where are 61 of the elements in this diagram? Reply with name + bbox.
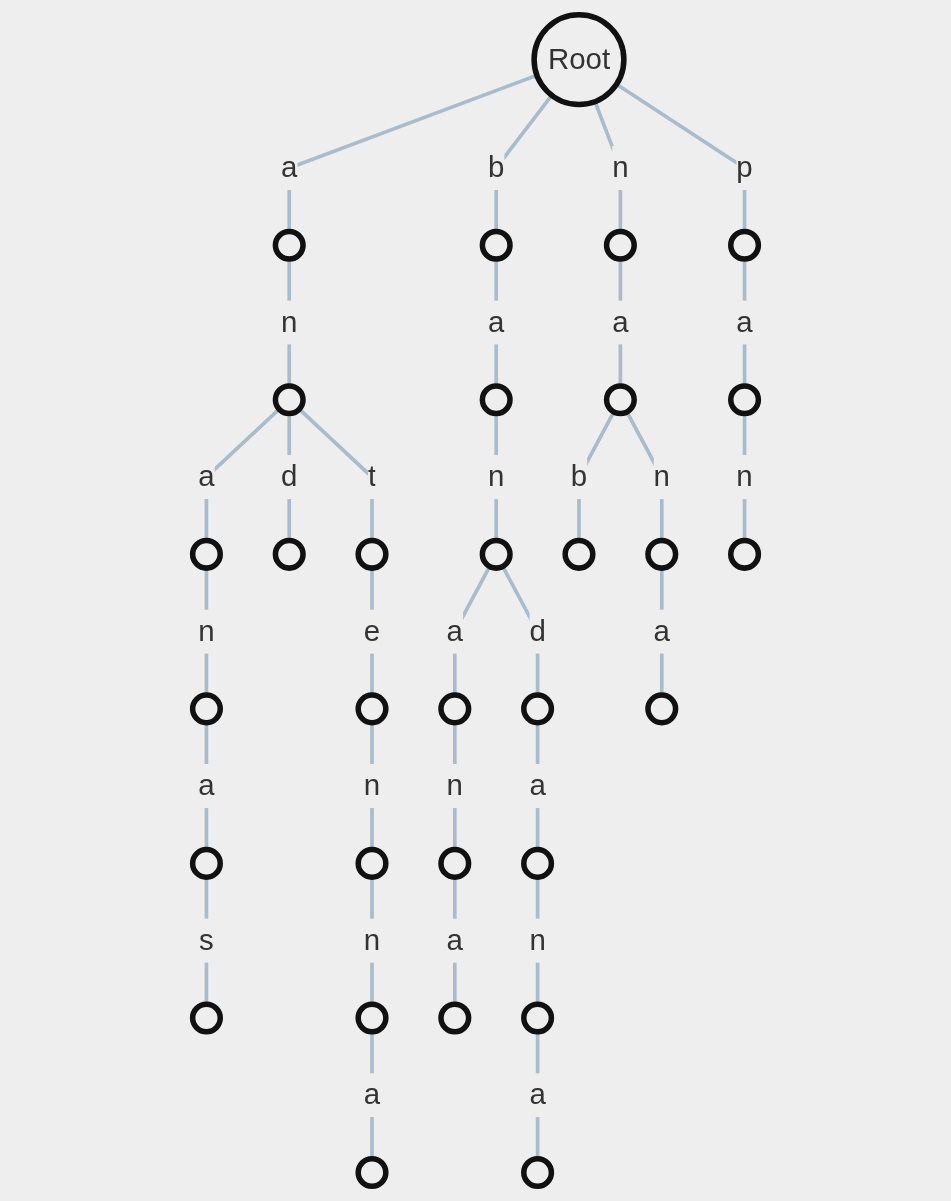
edge-label: d	[529, 615, 546, 647]
node-circle	[521, 692, 555, 726]
edge-label: d	[281, 460, 298, 492]
edge-label: a	[653, 615, 670, 647]
node-circle	[355, 537, 389, 571]
edge-label: e	[363, 615, 381, 647]
node-circle	[479, 537, 513, 571]
edge-label: a	[612, 305, 629, 338]
node-circle	[603, 383, 637, 417]
node-circle	[603, 228, 637, 262]
edge-label: b	[570, 460, 588, 492]
edge-label: a	[446, 615, 463, 647]
edge-label: n	[488, 460, 505, 492]
edge-label: s	[199, 924, 214, 956]
node-circle	[272, 537, 306, 571]
node-circle	[479, 383, 513, 417]
node-circle	[521, 846, 555, 880]
node-circle	[189, 846, 223, 880]
node-circle: Root	[531, 11, 627, 108]
edge-label: p	[736, 151, 753, 183]
edge-label: n	[198, 615, 215, 647]
edge-label: a	[281, 151, 298, 183]
edge-label: n	[446, 769, 463, 801]
node-circle	[189, 1001, 223, 1035]
edge-label: a	[736, 305, 753, 338]
node-circle	[272, 228, 306, 262]
edge-label: a	[198, 460, 215, 492]
node-circle	[355, 1001, 389, 1035]
edge-label: n	[529, 924, 546, 956]
edge-label: a	[198, 769, 215, 801]
edge-label: a	[446, 924, 463, 956]
node-circle	[728, 537, 762, 571]
edge-label: a	[363, 1078, 381, 1110]
edge-label: n	[653, 460, 670, 492]
node-circle	[355, 692, 389, 726]
node-circle	[189, 537, 223, 571]
node-circle	[479, 228, 513, 262]
node-circle	[438, 846, 472, 880]
node-circle	[728, 228, 762, 262]
edge-label: n	[736, 460, 753, 492]
node-circle	[521, 1001, 555, 1035]
node-circle	[438, 1001, 472, 1035]
edge-label: b	[488, 151, 505, 183]
node-circle	[521, 1155, 555, 1190]
node-circle	[189, 692, 223, 726]
edge-label: t	[367, 460, 377, 492]
node-circle	[645, 537, 679, 571]
node-circle	[562, 537, 596, 571]
edge-label: a	[529, 769, 546, 801]
node-circle	[272, 383, 306, 417]
node-circle	[355, 1155, 389, 1190]
node-circle	[438, 692, 472, 726]
edge-label: a	[488, 305, 505, 338]
node-circle	[645, 692, 679, 726]
edge-label: a	[529, 1078, 546, 1110]
edge-label: n	[612, 151, 629, 183]
edge-label: n	[363, 924, 381, 956]
node-circle	[355, 846, 389, 880]
edge-label: n	[363, 769, 381, 801]
edge-label: n	[281, 305, 298, 338]
node-circle	[728, 383, 762, 417]
